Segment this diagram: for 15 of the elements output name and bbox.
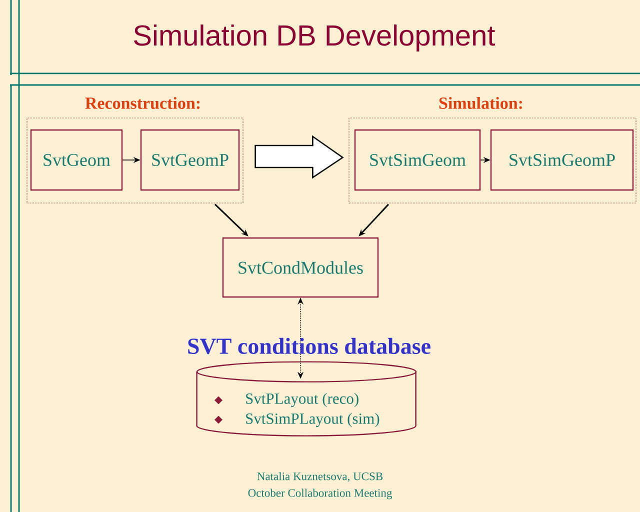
process-box: SvtGeom: [30, 129, 123, 191]
node-label: Simulation:: [439, 96, 522, 110]
slide-title: Simulation DB Development: [134, 24, 496, 52]
process-box: SvtSimGeom: [354, 129, 481, 191]
footer-note: October Collaboration Meeting: [248, 488, 392, 500]
process-box: SvtCondModules: [222, 237, 379, 298]
process-box: SvtGeomP: [140, 129, 240, 191]
footer-note: Natalia Kuznetsova, UCSB: [257, 472, 383, 482]
database-heading: SVT conditions database: [188, 338, 430, 354]
node-label: Reconstruction:: [85, 96, 200, 110]
block-arrow: [254, 135, 344, 179]
process-box: SvtSimGeomP: [490, 129, 634, 191]
node-label: SvtSimPLayout (sim): [246, 412, 380, 428]
node-label: SvtPLayout (reco): [246, 392, 358, 408]
database-cylinder: SvtPLayout (reco) SvtSimPLayout (sim): [196, 361, 417, 428]
